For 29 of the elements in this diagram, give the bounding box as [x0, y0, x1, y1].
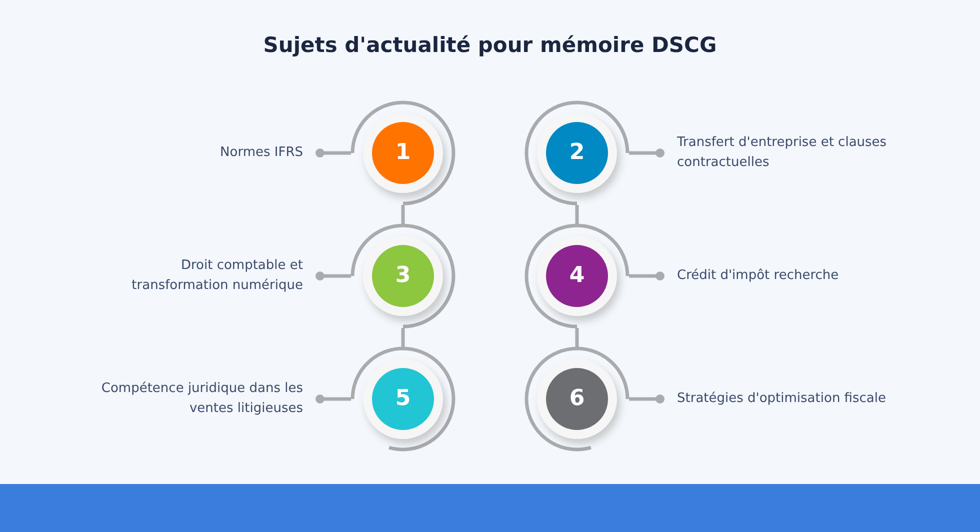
connector-line	[401, 205, 405, 224]
topic-label: Compétence juridique dans les ventes litigieuses	[100, 380, 303, 418]
step-number: 1	[395, 140, 411, 166]
leader-line	[629, 272, 664, 280]
numbered-circle	[351, 224, 455, 328]
diagram-title: Sujets d'actualité pour mémoire DSCG	[263, 32, 717, 59]
step-number: 4	[569, 263, 585, 289]
leader-line	[629, 148, 664, 158]
step-number: 3	[395, 263, 411, 289]
step-number: 5	[395, 386, 411, 412]
numbered-circle	[525, 224, 629, 328]
numbered-circle	[525, 101, 629, 205]
topic-label: Droit comptable et transformation numérique	[130, 257, 303, 295]
leader-line	[316, 272, 351, 280]
topic-label: Stratégies d'optimisation fiscale	[677, 390, 887, 408]
connector-line	[575, 205, 579, 224]
numbered-circle	[351, 347, 455, 451]
numbered-circle	[351, 101, 455, 205]
leader-line	[316, 394, 351, 404]
topic-label: Crédit d'impôt recherche	[677, 267, 840, 285]
leader-line	[629, 394, 664, 404]
topic-label: Transfert d'entreprise et clauses contractuelles	[677, 134, 888, 172]
topic-label: Normes IFRS	[219, 144, 303, 162]
step-number: 2	[569, 140, 585, 166]
connector-line	[401, 328, 405, 347]
connector-line	[575, 328, 579, 347]
leader-line	[316, 148, 351, 158]
step-number: 6	[569, 386, 585, 412]
numbered-circle	[525, 347, 629, 451]
